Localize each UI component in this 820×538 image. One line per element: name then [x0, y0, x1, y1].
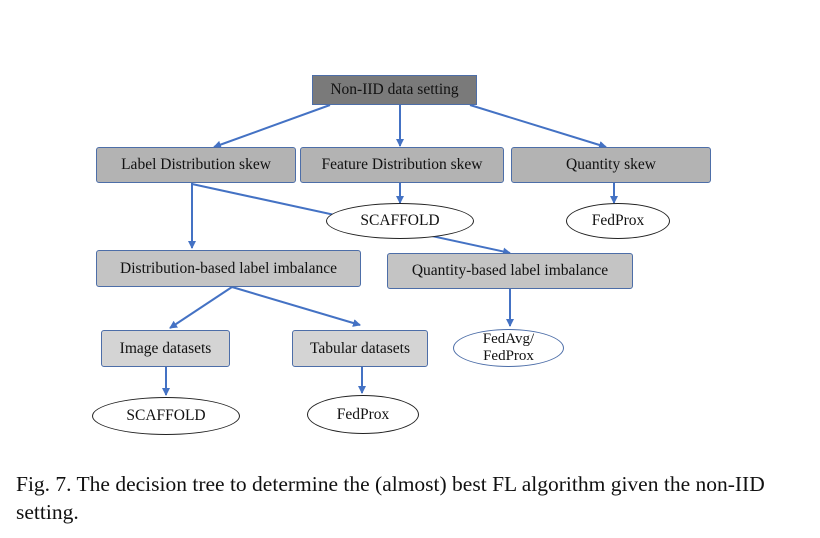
- result-fedavg-fedprox: FedAvg/ FedProx: [453, 329, 564, 367]
- result-fedprox-tabular: FedProx: [307, 395, 419, 434]
- arrow-distribution-imbalance-to-image: [169, 286, 233, 329]
- figure-caption: Fig. 7. The decision tree to determine t…: [16, 472, 765, 524]
- node-quantity-skew: Quantity skew: [511, 147, 711, 183]
- node-feature-distribution-skew: Feature Distribution skew: [300, 147, 504, 183]
- node-label-distribution-skew: Label Distribution skew: [96, 147, 296, 183]
- node-distribution-based-label-imbalance: Distribution-based label imbalance: [96, 250, 361, 287]
- node-quantity-based-label-imbalance: Quantity-based label imbalance: [387, 253, 633, 289]
- result-fedavg-line: FedAvg/: [482, 331, 535, 347]
- result-scaffold-image: SCAFFOLD: [92, 397, 240, 435]
- result-scaffold-feature-skew: SCAFFOLD: [326, 203, 474, 239]
- result-fedprox-line: FedProx: [483, 348, 534, 364]
- node-tabular-datasets: Tabular datasets: [292, 330, 428, 367]
- node-non-iid-data-setting: Non-IID data setting: [312, 75, 477, 105]
- arrow-root-to-label-skew: [213, 104, 331, 149]
- arrow-root-to-quantity-skew: [469, 104, 607, 149]
- node-image-datasets: Image datasets: [101, 330, 230, 367]
- arrow-distribution-imbalance-to-tabular: [231, 286, 361, 327]
- result-fedprox-quantity-skew: FedProx: [566, 203, 670, 239]
